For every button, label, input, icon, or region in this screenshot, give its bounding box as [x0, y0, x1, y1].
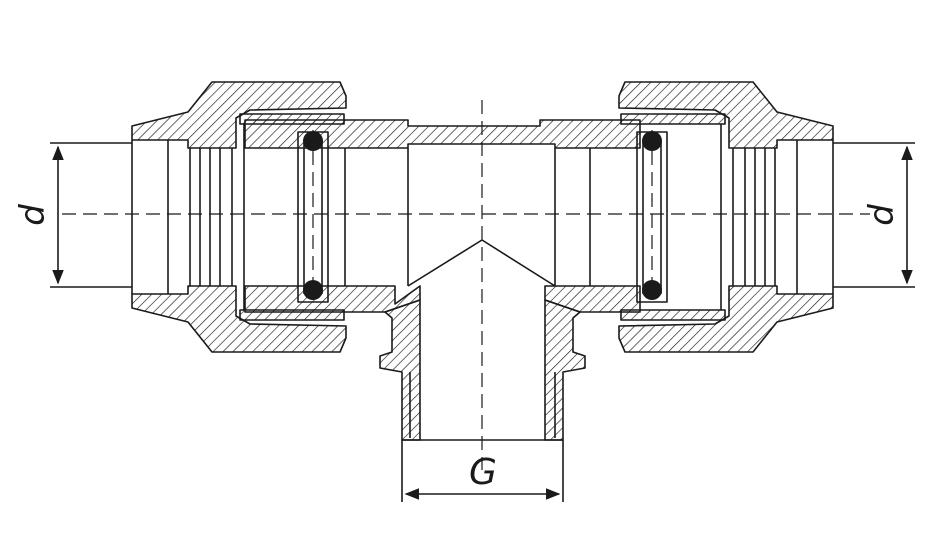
dimension-g-bottom [401, 440, 564, 502]
center-lines [62, 100, 870, 470]
label-d-right: d [862, 204, 902, 226]
o-ring-right-top [642, 131, 662, 151]
label-g: G [469, 452, 497, 493]
label-d-left: d [13, 204, 53, 226]
o-ring-right-bottom [642, 280, 662, 300]
o-ring-left-top [303, 131, 323, 151]
left-compression-nut [131, 81, 347, 353]
o-ring-left-bottom [303, 280, 323, 300]
o-ring-seals [303, 131, 662, 300]
right-compression-nut [618, 81, 834, 353]
dimension-d-left [50, 142, 132, 288]
dimension-d-right [833, 142, 915, 288]
